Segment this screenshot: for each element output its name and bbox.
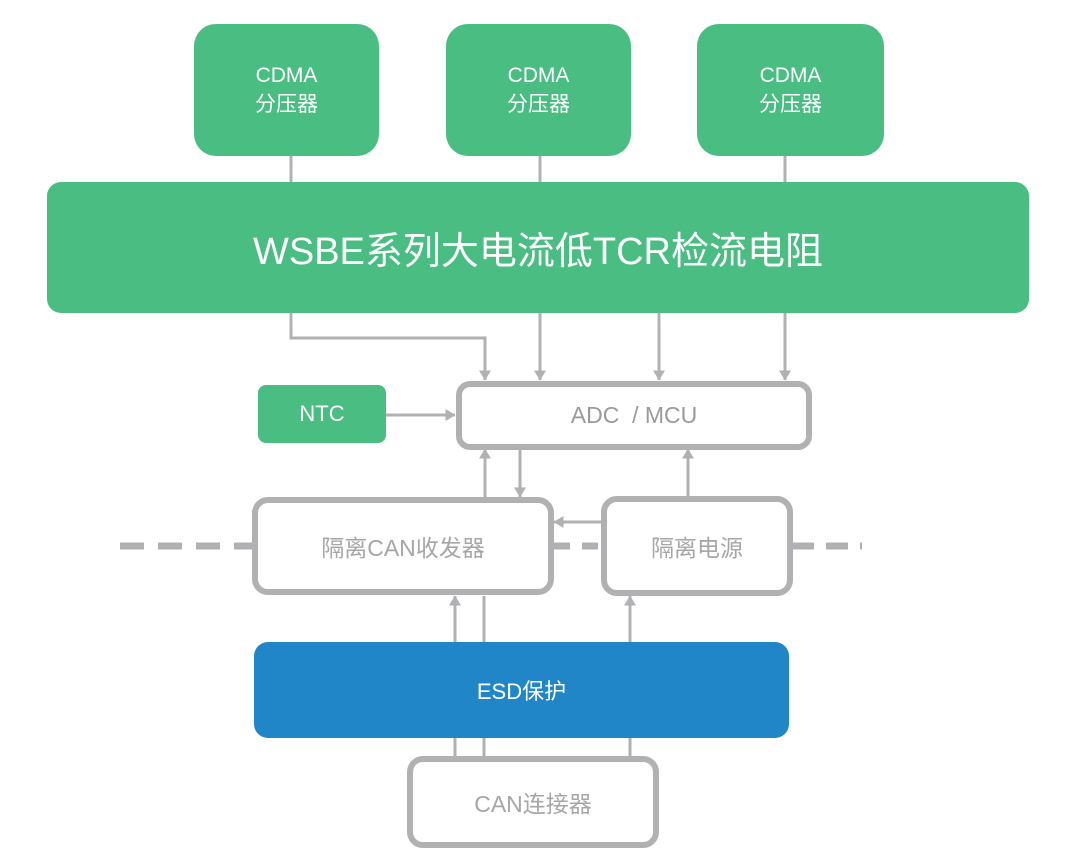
cdma-divider-1: CDMA 分压器 [194,24,379,156]
esd-protection-label: ESD保护 [476,679,567,704]
cdma-divider-1-line1: CDMA [255,64,318,87]
cdma-divider-3-line1: CDMA [759,64,822,87]
ntc-block: NTC [258,385,386,443]
ntc-label: NTC [299,401,345,426]
can-connector-block: CAN连接器 [407,756,659,848]
esd-protection-block: ESD保护 [254,642,789,738]
cdma-divider-3-line2: 分压器 [759,93,822,116]
cdma-divider-3: CDMA 分压器 [697,24,884,156]
cdma-divider-1-line2: 分压器 [255,93,318,116]
can-connector-label: CAN连接器 [474,791,592,817]
arrow-resistor-adc-1 [289,312,491,381]
isolated-can-transceiver-block: 隔离CAN收发器 [252,497,554,595]
cdma-divider-2: CDMA 分压器 [446,24,631,156]
wsbe-resistor-block: WSBE系列大电流低TCR检流电阻 [47,182,1029,313]
isolated-power-block: 隔离电源 [601,496,793,596]
cdma-divider-2-line1: CDMA [507,64,570,87]
adc-mcu-label: ADC / MCU [570,402,698,428]
wsbe-resistor-label: WSBE系列大电流低TCR检流电阻 [252,231,823,273]
cdma-divider-2-line2: 分压器 [507,93,570,116]
isolated-can-transceiver-label: 隔离CAN收发器 [321,535,485,561]
adc-mcu-block: ADC / MCU [456,381,812,450]
isolated-power-label: 隔离电源 [651,535,743,561]
